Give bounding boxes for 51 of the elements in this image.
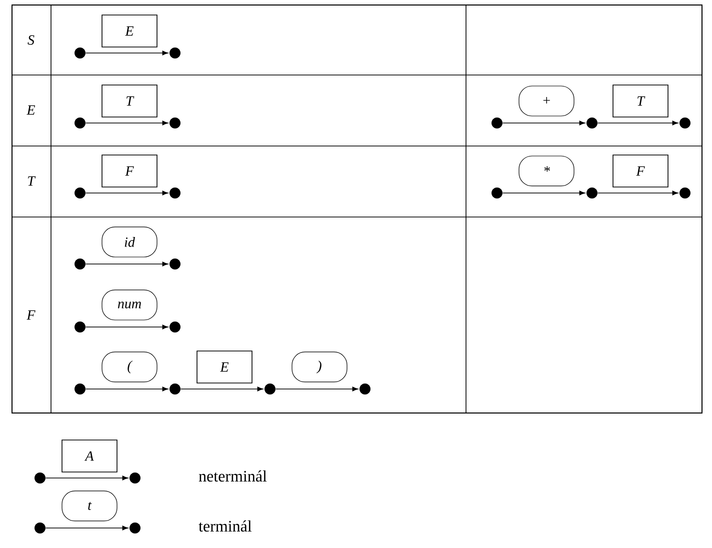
row-header: S xyxy=(28,35,34,45)
dot xyxy=(170,383,180,394)
arrow xyxy=(85,262,168,266)
dot xyxy=(492,188,502,198)
nonterminal-box: A xyxy=(62,440,118,472)
nonterminal-box: E xyxy=(196,350,252,384)
dot xyxy=(170,321,180,332)
dot xyxy=(34,472,46,484)
nonterminal-box: T xyxy=(102,84,158,118)
dot xyxy=(680,118,690,128)
nonterminal-box: F xyxy=(612,154,668,188)
dot xyxy=(74,188,86,198)
dot xyxy=(170,48,180,58)
dot xyxy=(264,383,276,394)
dot xyxy=(74,321,86,332)
arrow xyxy=(597,190,678,196)
dot xyxy=(170,188,180,198)
dot xyxy=(130,472,140,484)
arrow xyxy=(85,50,168,56)
dot xyxy=(492,118,502,128)
arrow xyxy=(502,120,586,126)
arrow xyxy=(85,120,168,126)
dot xyxy=(170,118,180,128)
nonterminal-box: T xyxy=(612,84,668,118)
arrow xyxy=(180,386,264,392)
arrow xyxy=(85,190,168,196)
dot xyxy=(680,188,690,198)
nonterminal-box: F xyxy=(102,154,158,188)
dot xyxy=(74,258,86,270)
nonterminal-box: E xyxy=(102,14,158,48)
dot xyxy=(34,522,46,534)
legend-text: neterminál xyxy=(198,470,267,482)
row-header: T xyxy=(28,176,36,186)
dot xyxy=(586,118,598,128)
arrow xyxy=(85,386,168,392)
row-header: F xyxy=(26,310,36,320)
dot xyxy=(360,383,370,394)
dot xyxy=(130,522,140,534)
dot xyxy=(74,48,86,58)
arrow xyxy=(45,526,128,530)
arrow xyxy=(502,190,586,196)
dot xyxy=(586,188,598,198)
dot xyxy=(170,258,180,270)
legend-text: terminál xyxy=(198,520,252,532)
dot xyxy=(74,383,86,394)
arrow xyxy=(45,476,128,480)
arrow xyxy=(85,324,168,330)
arrow xyxy=(597,120,678,126)
dot xyxy=(74,118,86,128)
arrow xyxy=(275,386,358,392)
row-header: E xyxy=(26,105,36,115)
